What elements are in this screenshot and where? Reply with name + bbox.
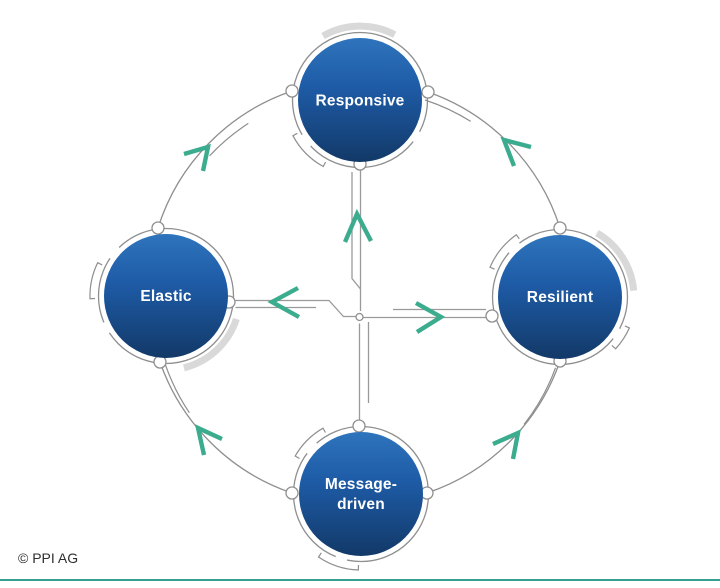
ring-gap bbox=[107, 245, 121, 260]
arrow-up-to-responsive-icon bbox=[342, 208, 373, 243]
flow-arc-resilient-to-responsive bbox=[427, 91, 561, 229]
ring-bracket-responsive bbox=[292, 132, 327, 168]
arc-arrow-resilient-to-responsive-icon bbox=[500, 136, 532, 167]
connector-node bbox=[421, 85, 435, 99]
connector-node bbox=[285, 486, 299, 500]
ring-bracket-elastic bbox=[89, 261, 103, 300]
connector-node bbox=[151, 221, 165, 235]
trace-vertical-upper-companion bbox=[351, 172, 362, 290]
flow-arc-message-to-elastic bbox=[159, 361, 293, 494]
concept-message-driven: Message- driven bbox=[299, 432, 423, 556]
ring-highlight-elastic bbox=[182, 317, 240, 372]
circle-resilient-label: Resilient bbox=[527, 289, 593, 306]
outer-flow-arcs bbox=[157, 90, 561, 494]
arrow-right-to-resilient-icon bbox=[414, 301, 446, 334]
ring-gap bbox=[101, 321, 112, 335]
connector-node bbox=[352, 419, 366, 433]
ring-gap bbox=[299, 133, 313, 148]
ring-gap bbox=[334, 554, 348, 563]
ring-bracket-resilient-top bbox=[489, 233, 520, 270]
footer-divider bbox=[0, 579, 720, 581]
center-traces bbox=[235, 170, 486, 420]
arc-arrow-message-to-resilient-icon bbox=[492, 429, 521, 460]
center-node bbox=[355, 312, 364, 322]
flow-arc-accent-bottom-left bbox=[164, 364, 190, 414]
circle-elastic-label: Elastic bbox=[140, 288, 192, 305]
flow-arc-elastic-to-responsive bbox=[157, 90, 293, 229]
connector-nodes bbox=[151, 84, 567, 500]
flow-arc-accent-top-left bbox=[209, 122, 249, 157]
flow-arc-message-to-resilient bbox=[426, 360, 561, 494]
concept-elastic: Elastic bbox=[104, 234, 228, 358]
ring-highlight-responsive bbox=[321, 22, 397, 40]
circle-responsive bbox=[298, 38, 422, 162]
ring-gap bbox=[305, 441, 319, 455]
circle-responsive-label: Responsive bbox=[315, 93, 404, 110]
ring-bracket-message-bottom bbox=[317, 552, 360, 571]
connector-node bbox=[285, 84, 299, 98]
circle-message-driven bbox=[299, 432, 423, 556]
circle-elastic bbox=[104, 234, 228, 358]
flow-arc-accent-bottom-right bbox=[523, 367, 557, 425]
ring-bracket-resilient-bottom bbox=[611, 325, 631, 350]
circle-message-driven-label-line2: driven bbox=[337, 496, 385, 513]
circle-message-driven-label-line1: Message- bbox=[325, 476, 397, 493]
ring-gap bbox=[611, 327, 622, 341]
ring-brackets bbox=[89, 132, 631, 571]
circle-resilient bbox=[498, 235, 622, 359]
trace-horizontal-left bbox=[235, 299, 356, 318]
arrow-left-to-elastic-icon bbox=[267, 286, 301, 319]
concept-responsive: Responsive bbox=[298, 38, 422, 162]
ring-highlight-resilient bbox=[595, 229, 638, 292]
connector-node bbox=[553, 221, 567, 235]
ring-bracket-message-top bbox=[294, 427, 327, 460]
arc-arrow-message-to-elastic-icon bbox=[194, 424, 223, 456]
ring-highlights bbox=[182, 22, 638, 372]
ring-gap bbox=[411, 130, 422, 144]
flow-arrows bbox=[183, 136, 532, 460]
copyright-text: © PPI AG bbox=[18, 550, 79, 566]
connector-node bbox=[485, 309, 499, 323]
ring-gap bbox=[507, 241, 521, 255]
arc-arrow-elastic-to-responsive-icon bbox=[183, 143, 211, 172]
concept-resilient: Resilient bbox=[498, 235, 622, 359]
flow-arc-accent-top-right bbox=[424, 99, 472, 122]
